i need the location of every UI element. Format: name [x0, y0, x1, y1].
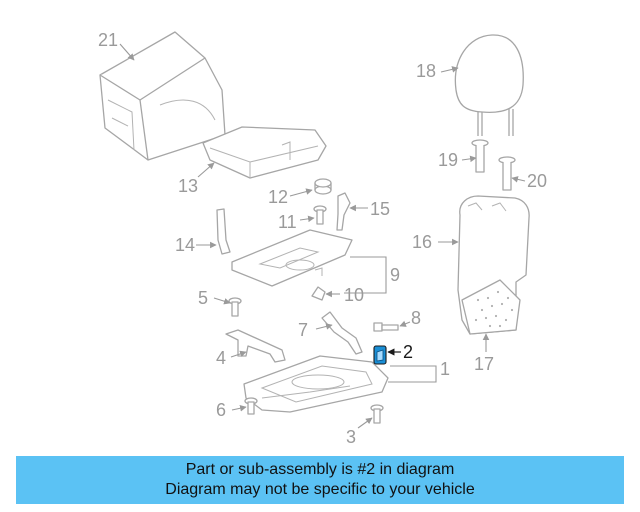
callout-12: 12: [268, 187, 288, 207]
callout-13: 13: [178, 176, 198, 196]
callout-9: 9: [390, 265, 400, 285]
part-8-bolt: [373, 322, 399, 332]
part-15-hinge: [336, 192, 351, 231]
callout-7: 7: [298, 320, 308, 340]
callout-6: 6: [216, 400, 226, 420]
part-21-console-box: [99, 31, 226, 161]
part-17-seat-cover: [461, 279, 521, 335]
part-12-cap: [314, 178, 332, 195]
part-7-lever: [321, 311, 363, 355]
part-18-headrest: [454, 34, 524, 136]
callout-17: 17: [474, 354, 494, 374]
leader-lines: [119, 43, 526, 429]
callout-5: 5: [198, 288, 208, 308]
callout-8: 8: [411, 308, 421, 328]
part-5-bolt: [228, 297, 242, 317]
banner-line-part-info: Part or sub-assembly is #2 in diagram: [185, 461, 455, 478]
part-1-base-frame: [243, 355, 389, 413]
callout-10: 10: [344, 285, 364, 305]
callout-15: 15: [370, 199, 390, 219]
info-banner: Part or sub-assembly is #2 in diagram Di…: [16, 456, 624, 504]
callout-11: 11: [278, 212, 297, 232]
callout-14: 14: [175, 235, 195, 255]
callout-21: 21: [98, 30, 118, 50]
callout-4: 4: [216, 348, 226, 368]
callout-1: 1: [440, 359, 450, 379]
callout-16: 16: [412, 232, 432, 252]
part-13-lid: [202, 126, 327, 179]
part-2-highlighted: [373, 345, 387, 365]
callout-labels: 21 13 12 11 15 14 9 10 5 4 7 8 2 1 6 3 1…: [98, 30, 547, 447]
parts-diagram: 21 13 12 11 15 14 9 10 5 4 7 8 2 1 6 3 1…: [98, 30, 547, 447]
part-19-guide: [471, 139, 489, 173]
part-3-bolt: [370, 404, 384, 424]
part-4-bracket: [225, 329, 286, 363]
part-11-screw: [313, 205, 327, 225]
part-9-tray: [231, 229, 353, 287]
banner-line-disclaimer: Diagram may not be specific to your vehi…: [165, 481, 475, 498]
callout-20: 20: [527, 171, 547, 191]
callout-18: 18: [416, 61, 436, 81]
callout-3: 3: [346, 427, 356, 447]
part-10-clip: [311, 286, 326, 301]
part-20-guide: [498, 156, 516, 191]
part-6-screw: [244, 397, 258, 415]
callout-2: 2: [403, 342, 413, 362]
part-14-strap: [216, 208, 231, 255]
callout-19: 19: [438, 150, 458, 170]
